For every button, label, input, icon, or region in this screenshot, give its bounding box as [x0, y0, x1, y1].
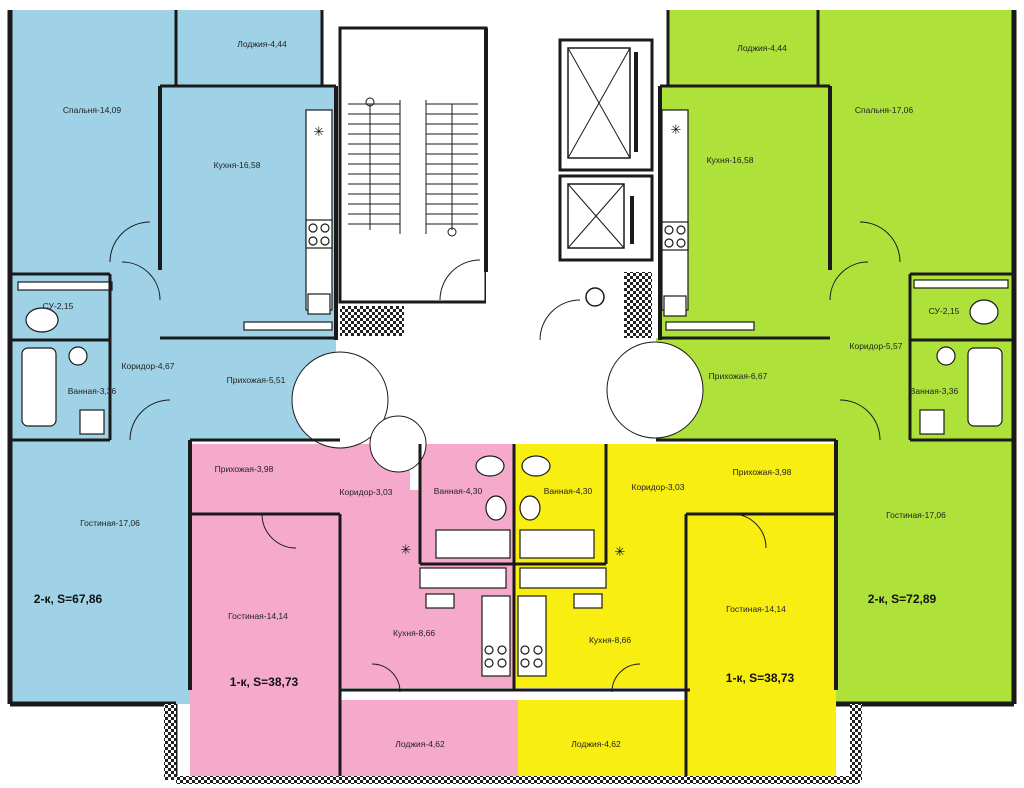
green-bedroom	[818, 10, 1014, 274]
label-green-kitchen: Кухня-16,58	[706, 154, 754, 165]
label-blue-loggia: Лоджия-4,44	[237, 38, 287, 49]
label-apartment-yellow: 1-к, S=38,73	[725, 671, 795, 685]
yellow-loggia	[518, 700, 690, 778]
svg-text:✳: ✳	[314, 125, 325, 140]
label-yellow-bath: Ванная-4,30	[543, 485, 593, 496]
label-green-hall: Прихожая-6,67	[708, 370, 768, 381]
label-apartment-pink: 1-к, S=38,73	[229, 675, 299, 689]
stairwell	[338, 26, 488, 304]
star-marker: ✳ ✳ ✳ ✳	[314, 123, 682, 560]
label-green-corridor: Коридор-5,57	[849, 340, 903, 351]
label-blue-corridor: Коридор-4,67	[121, 360, 175, 371]
label-green-wc: СУ-2,15	[928, 305, 960, 316]
door-swings	[109, 221, 901, 693]
lift-1-cab	[567, 47, 631, 159]
label-apartment-green: 2-к, S=72,89	[867, 592, 937, 606]
pink-living	[190, 514, 340, 780]
blue-loggia	[176, 10, 322, 86]
label-pink-loggia: Лоджия-4,62	[395, 738, 445, 749]
label-blue-wc: СУ-2,15	[42, 300, 74, 311]
label-yellow-living: Гостиная-14,14	[726, 603, 786, 614]
label-pink-bath: Ванная-4,30	[433, 485, 483, 496]
label-green-bedroom: Спальня-17,06	[854, 104, 914, 115]
staircase	[348, 100, 478, 234]
label-yellow-hall: Прихожая-3,98	[732, 466, 792, 477]
label-blue-living: Гостиная-17,06	[80, 517, 140, 528]
label-green-loggia: Лоджия-4,44	[737, 42, 787, 53]
lift-2	[558, 174, 654, 262]
label-apartment-blue: 2-к, S=67,86	[33, 592, 103, 606]
green-living	[836, 440, 1014, 704]
blue-bedroom	[10, 10, 176, 274]
label-yellow-kitchen: Кухня-8,66	[588, 634, 632, 645]
label-yellow-corridor: Коридор-3,03	[631, 481, 685, 492]
blue-living	[10, 440, 190, 704]
lift-2-cab	[567, 183, 625, 249]
svg-text:✳: ✳	[615, 545, 626, 560]
label-blue-bedroom: Спальня-14,09	[62, 104, 122, 115]
svg-text:✳: ✳	[401, 543, 412, 558]
label-pink-kitchen: Кухня-8,66	[392, 627, 436, 638]
lift-1	[558, 38, 654, 172]
label-pink-hall: Прихожая-3,98	[214, 463, 274, 474]
label-blue-kitchen: Кухня-16,58	[213, 159, 261, 170]
fixtures	[17, 109, 1009, 677]
stair-core	[291, 26, 704, 473]
green-corridor	[830, 240, 920, 440]
pink-loggia	[340, 700, 518, 778]
green-loggia	[668, 10, 818, 86]
label-yellow-loggia: Лоджия-4,62	[571, 738, 621, 749]
label-pink-living: Гостиная-14,14	[228, 610, 288, 621]
svg-text:✳: ✳	[671, 123, 682, 138]
yellow-living	[686, 514, 836, 780]
label-green-living: Гостиная-17,06	[886, 509, 946, 520]
label-blue-bath: Ванная-3,36	[67, 385, 117, 396]
label-pink-corridor: Коридор-3,03	[339, 486, 393, 497]
label-blue-hall: Прихожая-5,51	[226, 374, 286, 385]
label-green-bath: Ванная-3,36	[909, 385, 959, 396]
